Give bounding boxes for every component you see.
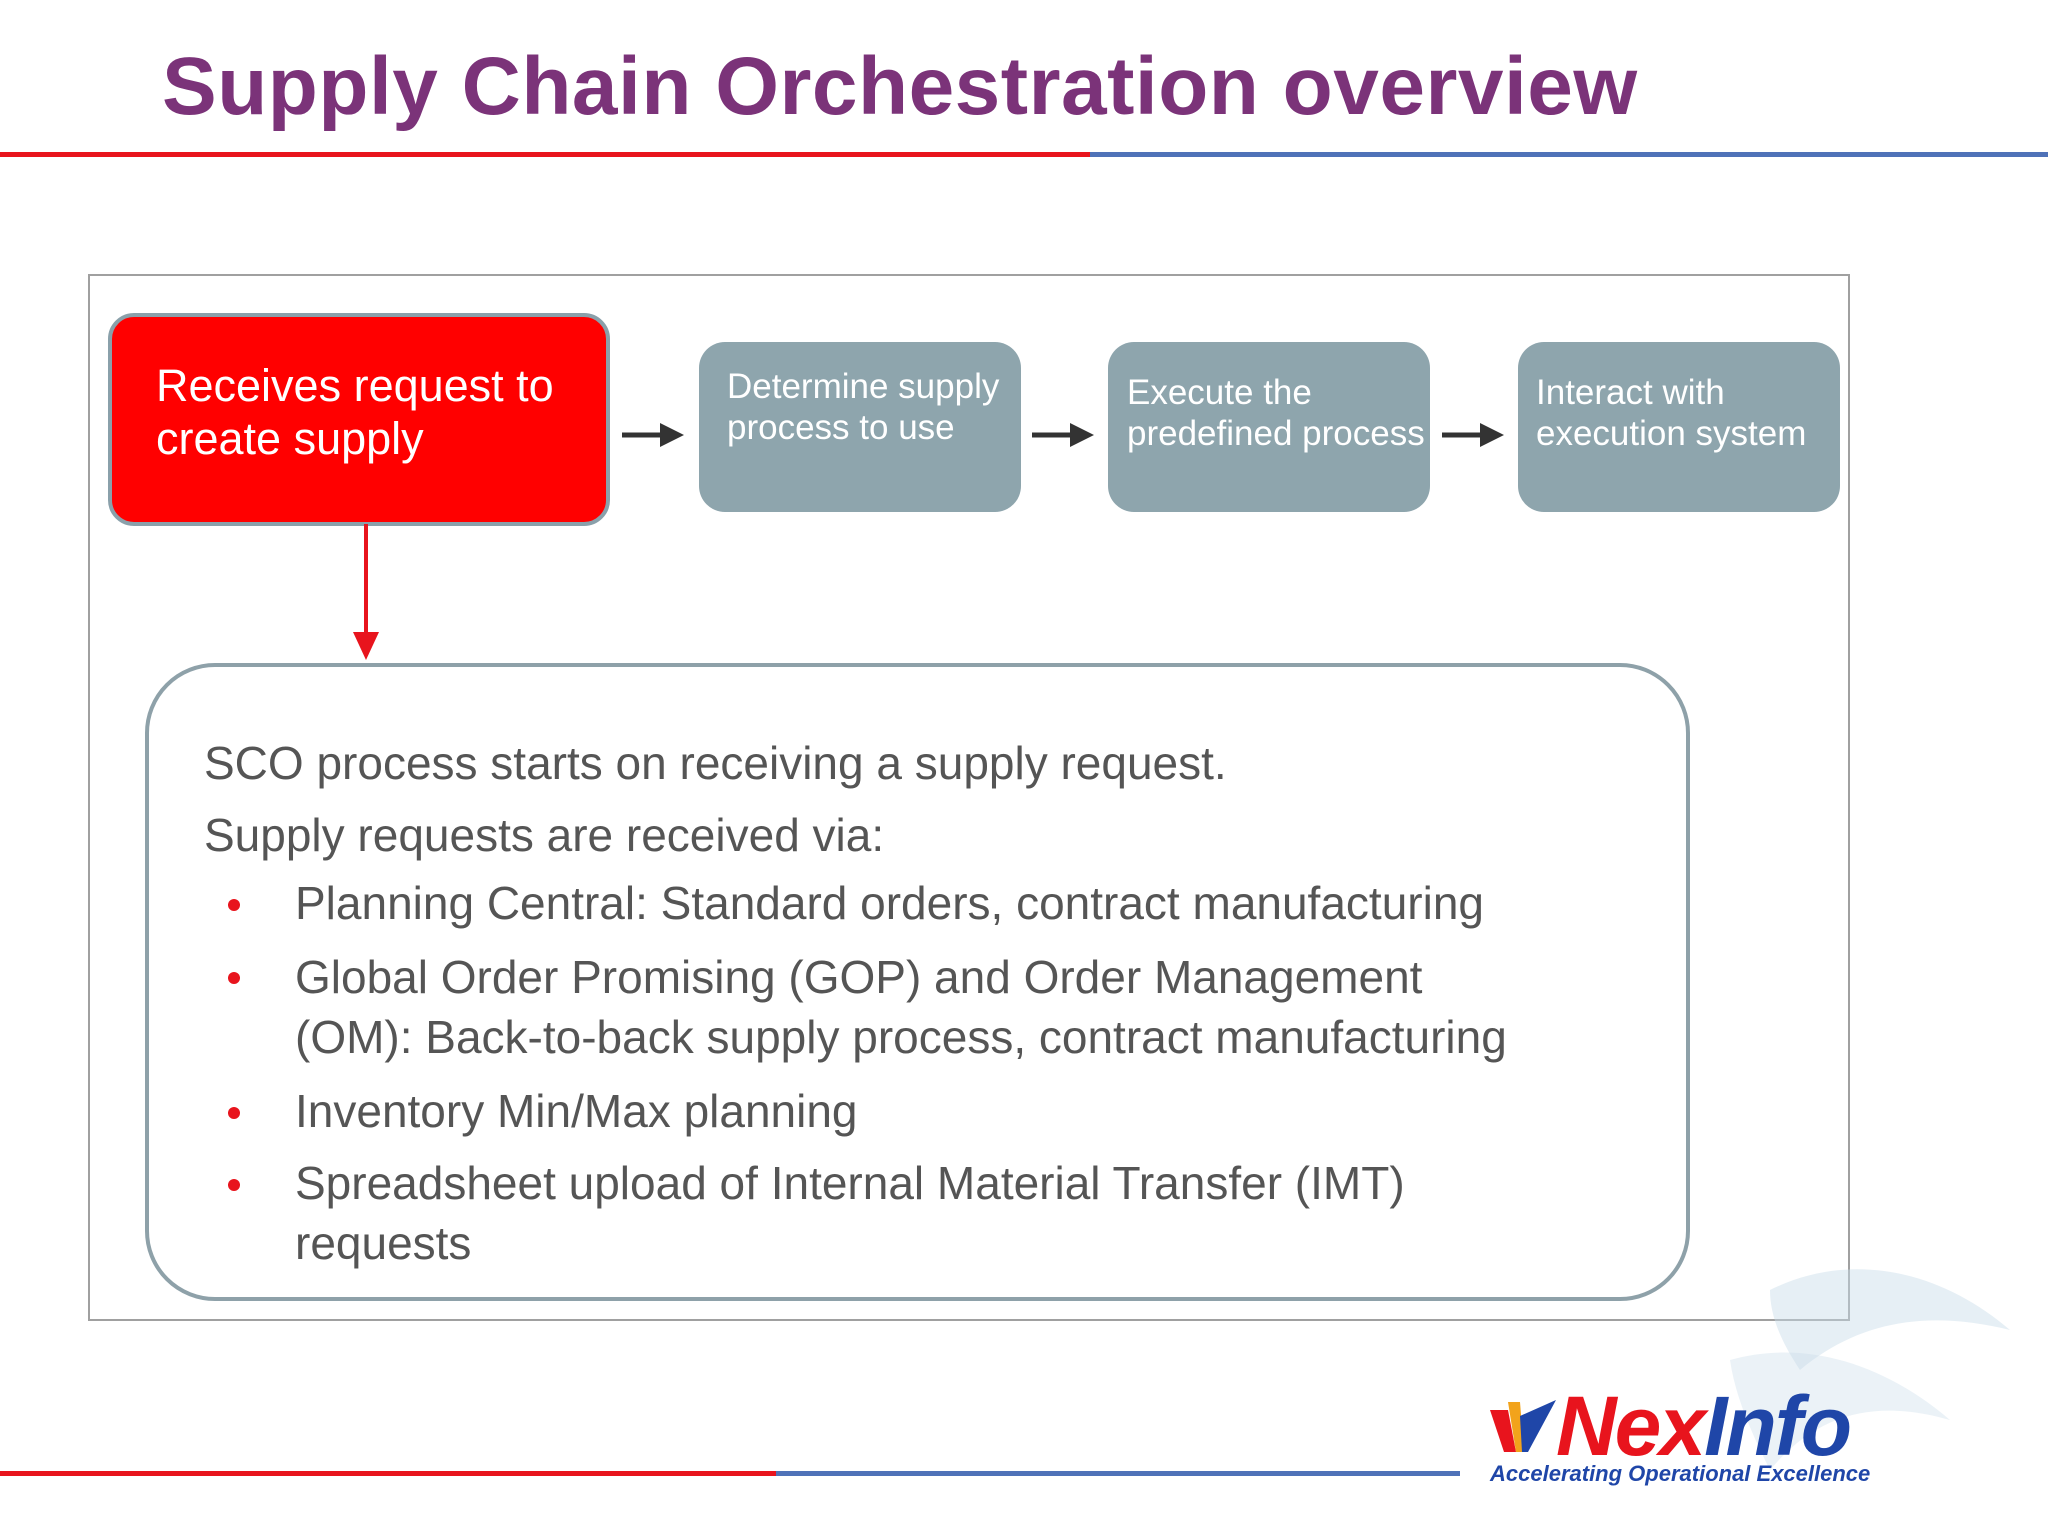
step-label-line: process to use — [727, 408, 955, 448]
title-rule-blue — [1090, 152, 2048, 157]
arrow-down-icon — [353, 524, 379, 660]
slide-title: Supply Chain Orchestration overview — [162, 41, 1638, 132]
nexinfo-logo: NexInfo — [1556, 1384, 1852, 1468]
arrow-right-icon — [622, 423, 684, 447]
footer-rule-red — [0, 1471, 776, 1476]
step-determine-process: Determine supply process to use — [699, 342, 1021, 512]
title-rule-red — [0, 152, 1090, 157]
callout-intro: SCO process starts on receiving a supply… — [204, 737, 1227, 789]
step-receives-request: Receives request to create supply — [108, 313, 610, 526]
nexinfo-logo-mark-icon — [1490, 1400, 1556, 1452]
logo-name-part1: Nex — [1556, 1379, 1706, 1473]
arrow-right-icon — [1442, 423, 1504, 447]
step-label-line: create supply — [156, 413, 424, 465]
logo-tagline: Accelerating Operational Excellence — [1490, 1461, 1871, 1486]
bullet-item: Global Order Promising (GOP) and Order M… — [295, 947, 1507, 1067]
step-label-line: Execute the — [1127, 373, 1312, 412]
step-interact-execution: Interact with execution system — [1518, 342, 1840, 512]
bullet-line: Global Order Promising (GOP) and Order M… — [295, 951, 1423, 1003]
step-label-line: Determine supply — [727, 367, 1000, 406]
bullet-icon — [228, 1107, 240, 1119]
arrow-right-icon — [1032, 423, 1094, 447]
bullet-line: (OM): Back-to-back supply process, contr… — [295, 1011, 1507, 1063]
step-execute-process: Execute the predefined process — [1108, 342, 1430, 512]
bullet-item: Inventory Min/Max planning — [295, 1081, 858, 1141]
bullet-line: Planning Central: Standard orders, contr… — [295, 877, 1484, 929]
bullet-line: Spreadsheet upload of Internal Material … — [295, 1157, 1405, 1209]
bullet-item: Spreadsheet upload of Internal Material … — [295, 1153, 1405, 1273]
logo-name-part2: Info — [1704, 1379, 1852, 1473]
step-label-line: Receives request to — [156, 360, 554, 411]
step-label-line: predefined process — [1127, 414, 1425, 454]
bullet-line: requests — [295, 1217, 472, 1269]
step-label-line: Interact with — [1536, 373, 1725, 412]
bullet-item: Planning Central: Standard orders, contr… — [295, 873, 1484, 933]
callout-lead: Supply requests are received via: — [204, 809, 885, 861]
bullet-icon — [228, 1179, 240, 1191]
watermark-swoosh-icon — [1730, 1269, 2010, 1470]
footer-rule-blue — [776, 1471, 1460, 1476]
bullet-icon — [228, 899, 240, 911]
step-label-line: execution system — [1536, 414, 1807, 454]
bullet-icon — [228, 972, 240, 984]
supply-request-callout: SCO process starts on receiving a supply… — [145, 663, 1690, 1301]
bullet-line: Inventory Min/Max planning — [295, 1085, 858, 1137]
